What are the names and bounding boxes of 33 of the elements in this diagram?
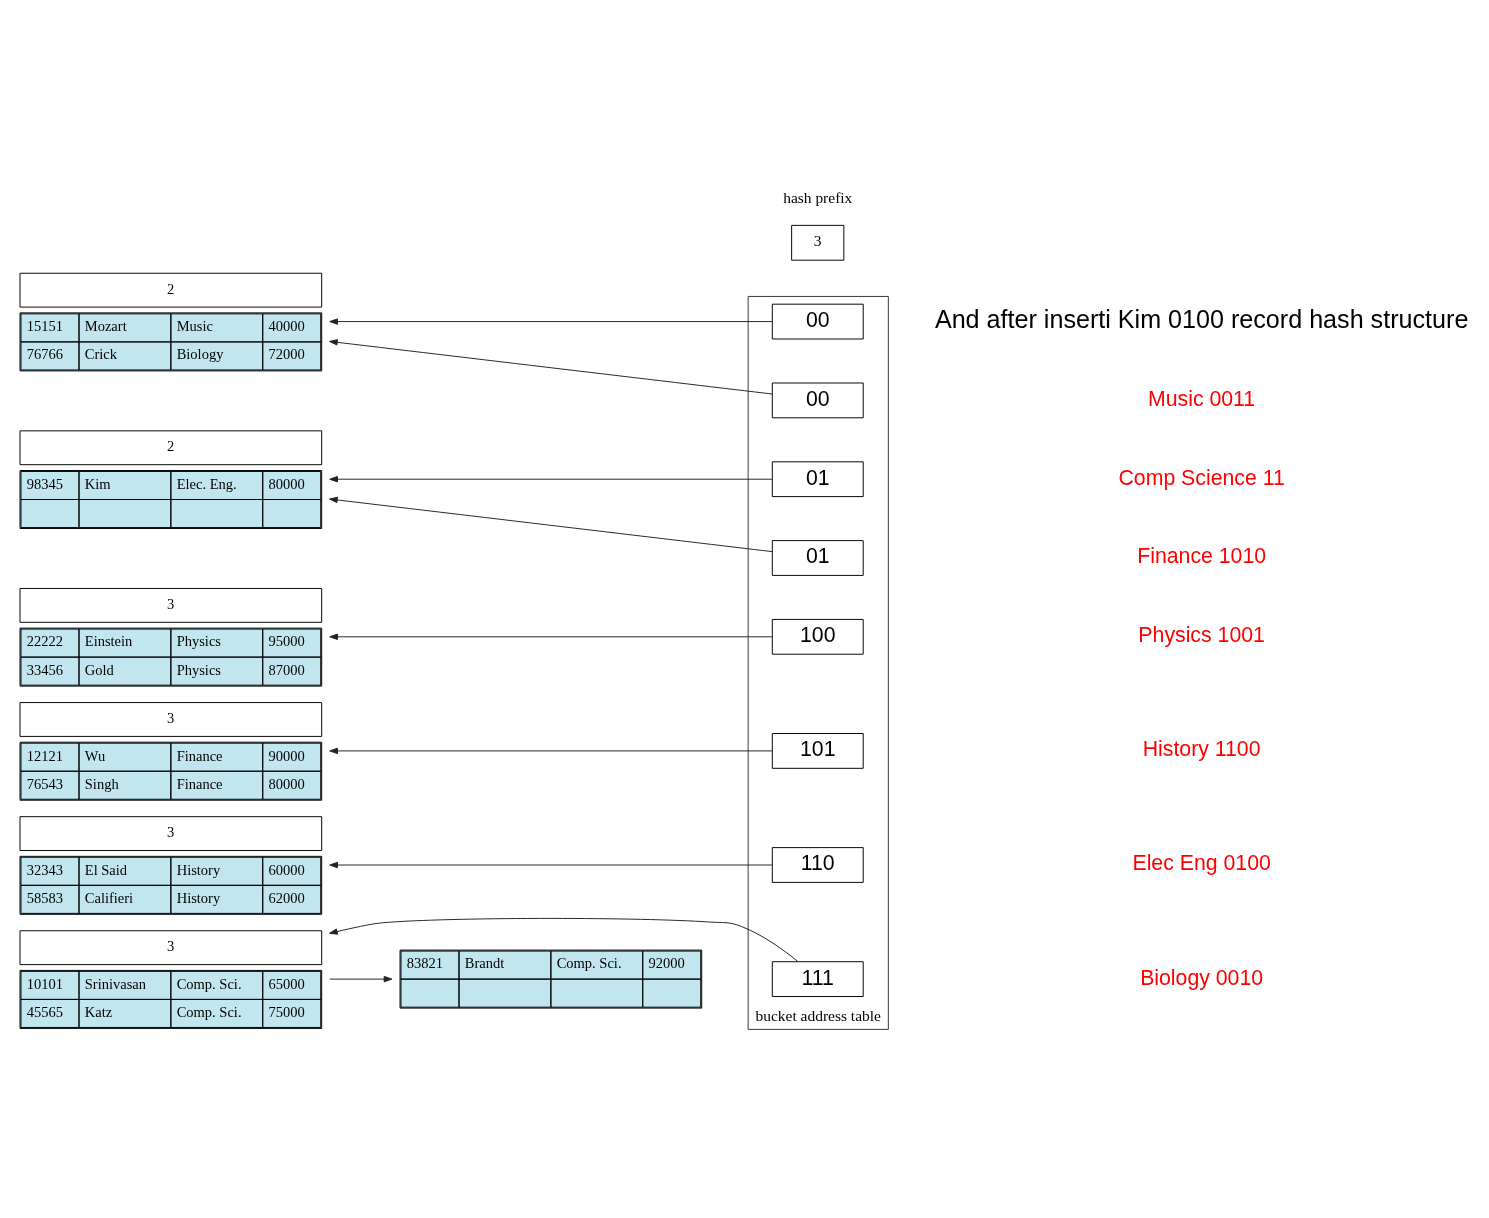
node-label: 2 [166,437,175,454]
node-label: 3 [166,595,175,612]
label: Biology 0010 [1140,965,1264,990]
arrow [329,747,773,754]
node-box: 00 [771,303,864,339]
label: 3 [813,231,822,249]
label: Finance 1010 [1137,543,1267,568]
node-box: 110 [771,846,864,883]
arrow [329,861,773,868]
arrow [329,338,773,394]
label: Elec Eng 0100 [1132,850,1271,875]
arrow [329,917,799,962]
node-box: 111 [771,960,864,997]
label: And after inserti Kim 0100 record hash structure [934,304,1469,333]
node-box: 01 [771,460,864,497]
label: Music 0011 [1148,386,1256,411]
node-label: 3 [166,709,175,726]
label: History 1100 [1142,736,1261,761]
node-box: 00 [771,382,864,418]
node-box: 01 [771,539,864,576]
arrow [329,475,773,482]
node-label: 3 [166,937,175,954]
node-label: 2 [166,280,175,297]
label: hash prefix [783,188,853,206]
arrow [329,317,773,325]
node-box: 101 [771,732,864,769]
node-box: 100 [771,618,864,655]
label: Comp Science 11 [1118,465,1285,490]
arrow [329,496,773,552]
arrow [329,975,393,982]
label: Physics 1001 [1138,622,1265,647]
arrow [329,633,773,640]
node-label: 3 [166,823,175,840]
